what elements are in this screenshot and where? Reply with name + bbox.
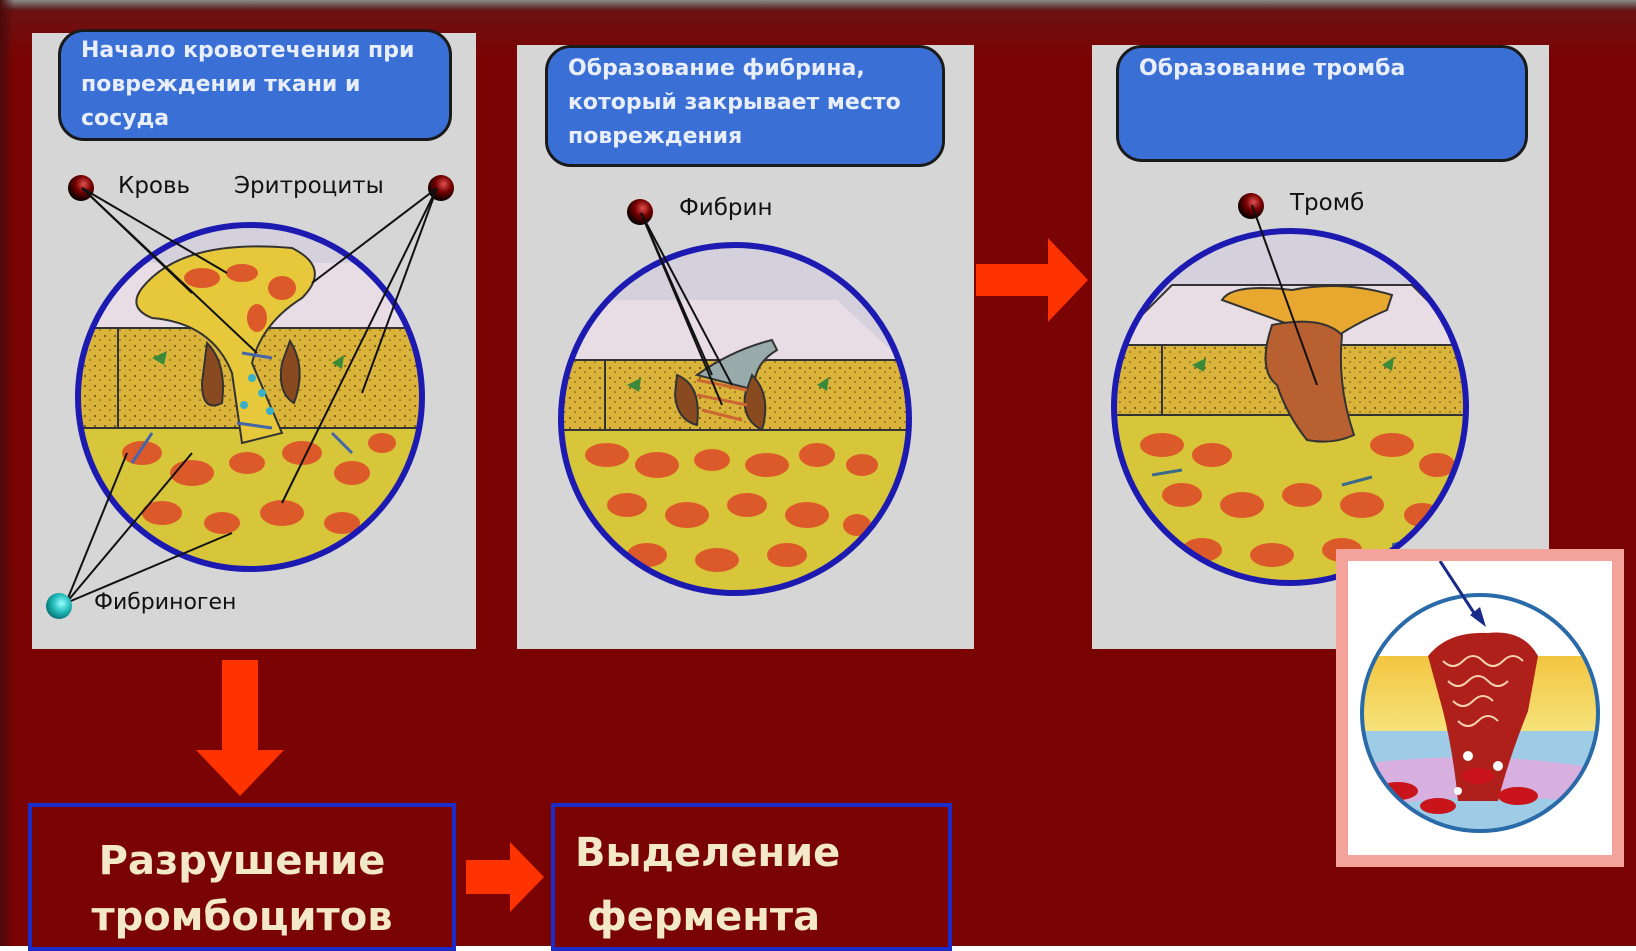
enzyme-release-line1: Выделение xyxy=(575,825,948,881)
thrombus-closeup-illustration xyxy=(1348,561,1612,855)
fibrin-illustration xyxy=(517,45,974,649)
arrow-down-icon xyxy=(196,660,284,800)
arrow-right-icon xyxy=(976,238,1092,322)
vessel-injury-illustration xyxy=(32,33,476,649)
platelet-destruction-line2: тромбоцитов xyxy=(32,889,452,945)
arrow-right-small-icon xyxy=(466,842,546,912)
enzyme-release-line2: фермента xyxy=(575,889,948,945)
panel-fibrin-formation: Образование фибрина, который закрывает м… xyxy=(517,45,974,649)
box-enzyme-release: Выделение фермента xyxy=(551,803,952,951)
label-fibrinogen: Фибриноген xyxy=(94,590,236,615)
box-platelet-destruction: Разрушение тромбоцитов xyxy=(28,803,456,951)
platelet-destruction-line1: Разрушение xyxy=(32,833,452,889)
thrombus-inset-image xyxy=(1336,549,1624,867)
panel-bleeding-start: Начало кровотечения при повреждении ткан… xyxy=(32,33,476,649)
fibrinogen-marker-icon xyxy=(46,593,72,619)
